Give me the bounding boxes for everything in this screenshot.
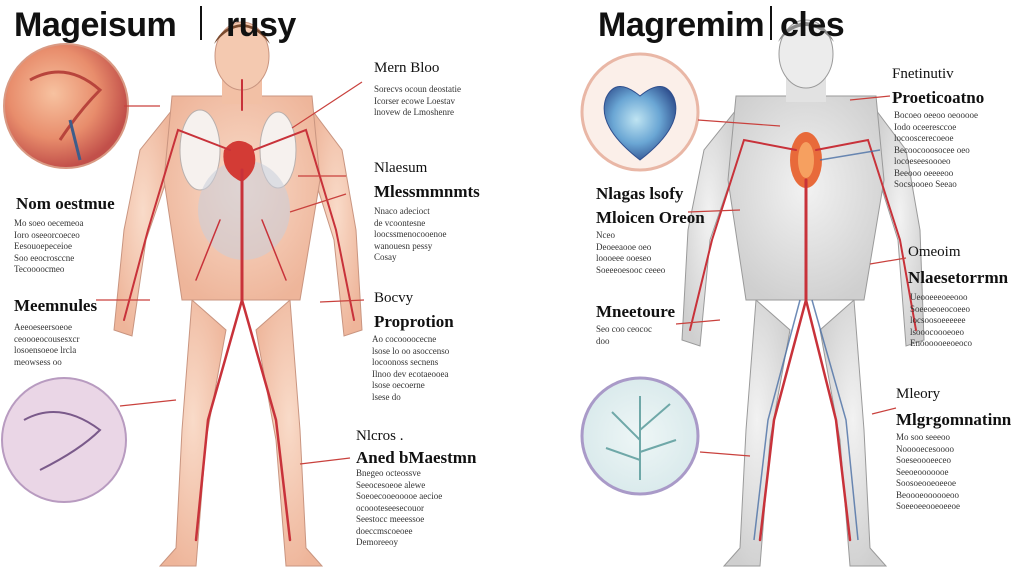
right-title-divider (770, 6, 772, 40)
label-nlcros: Nlcros . (356, 428, 404, 444)
label-aned-bmaestmn: Aned bMaestmn (356, 448, 477, 467)
label-mlessmmnmts: Mlessmmnmts (374, 182, 480, 201)
label-nom-oestmue: Nom oestmue (16, 194, 115, 213)
right-text-block-4: Seo coo ceococ doo (596, 324, 652, 346)
left-inset-cell (1, 377, 127, 503)
right-inset-heart (580, 52, 700, 172)
label-nlagas-lsofy: Nlagas lsofy (596, 184, 684, 203)
right-text-block-5: Mo soo seeeoo Nooooecesoooo Soeseoooeece… (896, 432, 960, 511)
left-body-figure (113, 21, 363, 567)
label-mlgrgomnatinn: Mlgrgomnatinn (896, 410, 1012, 429)
right-body-figure (681, 19, 925, 567)
label-proprotion: Proprotion (374, 312, 454, 331)
label-omeoim: Omeoim (908, 244, 961, 260)
label-meemnules: Meemnules (14, 296, 98, 315)
right-text-block-1: Bocoeo oeeoo oeooooe Iodo oceeresccoe lo… (894, 110, 978, 189)
left-text-block-2: Nnaco adecioct de vcoontesne loocssmenoc… (374, 206, 447, 262)
label-mern-bloo: Mern Bloo (374, 60, 440, 76)
left-title-part-b: rusy (226, 6, 296, 44)
left-text-block-1: Sorecvs ocoun deostatie Icorser ecowe Lo… (374, 84, 461, 117)
right-text-block-3: Ueooeeeoeeooo Soeeoeoeocoeeo locsoosoeee… (910, 292, 972, 348)
left-text-block-4: Bnegeo octeossve Seeocesoeoe alewe Soeoe… (356, 468, 443, 547)
left-title-part-a: Mageisum (14, 6, 177, 44)
label-mneetoure: Mneetoure (596, 302, 675, 321)
label-mloicen-oreon: Mloicen Oreon (596, 208, 705, 227)
label-proeticoatno: Proeticoatno (892, 88, 985, 107)
label-nlaesum: Nlaesum (374, 160, 428, 176)
right-text-block-2: Nceo Deoeeaooe oeo loooeee ooeseo Soeeeo… (596, 230, 666, 275)
right-inset-cells (580, 376, 700, 496)
left-title-divider (200, 6, 202, 40)
label-bocvy: Bocvy (374, 290, 414, 306)
right-leader-lines (675, 95, 907, 457)
label-fnetinutiv: Fnetinutiv (892, 66, 954, 82)
left-leader-lines (96, 81, 365, 465)
right-title-part-b: cles (780, 6, 845, 44)
label-mleory: Mleory (896, 386, 941, 402)
right-title-part-a: Magremim (598, 6, 765, 44)
left-text-block-5: Mo soeo oecemeoa Ioro oseeorcoeceo Eesou… (14, 218, 84, 274)
left-text-block-3: Ao cocoooocecne lsose lo oo asoccenso lo… (372, 334, 450, 402)
left-inset-tissue (3, 43, 129, 169)
label-nlaesetorrmn: Nlaesetorrmn (908, 268, 1009, 287)
left-text-block-6: Aeeoeseersoeoe ceoooeocousesxcr losoenso… (14, 322, 80, 367)
